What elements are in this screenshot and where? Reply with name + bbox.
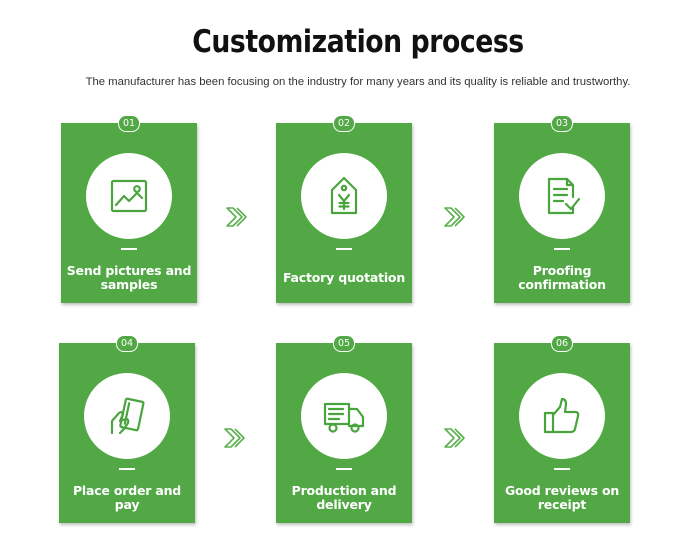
separator-dash <box>121 248 137 250</box>
step-number-badge: 03 <box>551 115 573 132</box>
separator-dash <box>119 468 135 470</box>
icon-circle <box>301 153 387 239</box>
price-tag-icon <box>330 176 358 215</box>
step-label: Good reviews on receipt <box>504 483 620 512</box>
icon-circle <box>519 153 605 239</box>
step-number-badge: 04 <box>116 335 138 352</box>
step-card-1: 01 Send pictures and samples <box>61 115 197 303</box>
step-label: Send pictures and samples <box>66 263 192 292</box>
separator-dash <box>554 248 570 250</box>
separator-dash <box>554 468 570 470</box>
step-number-badge: 02 <box>333 115 355 132</box>
step-number-badge: 01 <box>118 115 140 132</box>
separator-dash <box>336 248 352 250</box>
step-card-2: 02 Factory quotation <box>276 115 412 303</box>
icon-circle <box>86 153 172 239</box>
delivery-truck-icon <box>323 402 365 433</box>
step-label: Proofing confirmation <box>518 263 606 292</box>
chevron-right-icon <box>444 428 465 448</box>
step-card-6: 06 Good reviews on receipt <box>494 335 630 523</box>
step-card-3: 03 Proofing confirmation <box>494 115 630 303</box>
page-subtitle: The manufacturer has been focusing on th… <box>85 76 631 88</box>
icon-circle <box>301 373 387 459</box>
step-card-5: 05 Production and delivery <box>276 335 412 523</box>
picture-icon <box>110 179 148 213</box>
icon-circle <box>519 373 605 459</box>
card-payment-icon <box>110 397 145 435</box>
step-label: Production and delivery <box>291 483 397 512</box>
chevron-right-icon <box>226 207 247 227</box>
step-label: Factory quotation <box>282 270 406 285</box>
step-label: Place order and pay <box>72 483 182 512</box>
document-check-icon <box>547 177 581 215</box>
chevron-right-icon <box>224 428 245 448</box>
icon-circle <box>84 373 170 459</box>
step-card-4: 04 Place order and pay <box>59 335 195 523</box>
step-number-badge: 05 <box>333 335 355 352</box>
chevron-right-icon <box>444 207 465 227</box>
page-title: Customization process <box>192 24 524 60</box>
thumbs-up-icon <box>543 397 580 434</box>
separator-dash <box>336 468 352 470</box>
step-number-badge: 06 <box>551 335 573 352</box>
